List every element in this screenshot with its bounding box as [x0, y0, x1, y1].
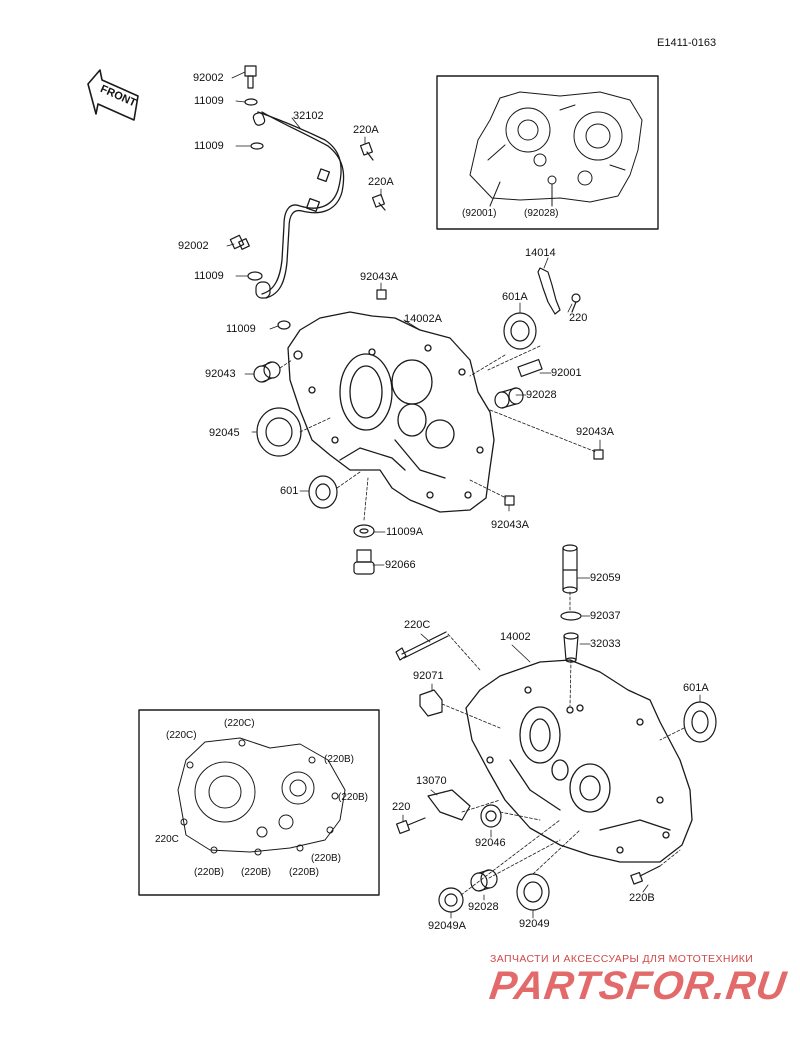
inset-bottom-label-220B-a: (220B) — [324, 754, 355, 765]
crankcase-left-14002A — [288, 312, 494, 512]
callout-92043A-2: 92043A — [576, 426, 614, 438]
inset-frame-bottom — [139, 710, 379, 895]
callout-92001: 92001 — [551, 367, 582, 379]
callout-220: 220 — [569, 312, 588, 324]
inset-crankcase-top — [470, 92, 642, 206]
callout-92043: 92043 — [205, 368, 236, 380]
gasket-11009A — [354, 525, 374, 537]
inset-bottom-label-220B-e: (220B) — [241, 867, 272, 878]
inset-bottom-label-220B-f: (220B) — [289, 867, 320, 878]
bolt-220 — [397, 818, 425, 833]
callout-11009-a: 11009 — [194, 95, 224, 107]
inset-bottom-label-220C-a: (220C) — [166, 730, 197, 741]
callout-92059: 92059 — [590, 572, 621, 584]
inset-frame-top — [437, 76, 658, 229]
inset-bottom-label-220C-c: 220C — [155, 834, 179, 845]
drain-plug-92066 — [354, 550, 374, 574]
callout-92002-top: 92002 — [193, 72, 224, 84]
callout-92045: 92045 — [209, 427, 240, 439]
watermark-tagline: ЗАПЧАСТИ И АКСЕССУАРЫ ДЛЯ МОТОТЕХНИКИ — [490, 953, 754, 965]
callout-11009A: 11009A — [386, 526, 424, 538]
dowel-92001 — [518, 360, 542, 377]
callout-601: 601 — [280, 485, 299, 497]
collar-92028 — [495, 388, 523, 408]
bearing-601A-2 — [684, 702, 716, 742]
callout-32033: 32033 — [590, 638, 621, 650]
callout-92028-b: 92028 — [468, 901, 499, 913]
callout-92028: 92028 — [526, 389, 557, 401]
plate-13070 — [428, 790, 470, 820]
callout-13070: 13070 — [416, 775, 447, 787]
collar-92059 — [563, 545, 577, 593]
banjo-bolt-92002-mid — [230, 235, 290, 329]
callout-11009-b: 11009 — [194, 140, 224, 152]
callout-220-b: 220 — [392, 801, 411, 813]
front-arrow-icon — [88, 70, 138, 120]
sleeve-32033 — [564, 633, 578, 662]
bush-92046 — [481, 805, 501, 827]
callout-32102: 32102 — [293, 110, 324, 122]
inset-bottom-label-220C-b: (220C) — [224, 718, 255, 729]
bolt-220B — [631, 866, 660, 884]
inset-bottom-label-220B-b: (220B) — [338, 792, 369, 803]
callout-14002A: 14002A — [404, 313, 442, 325]
inset-crankcase-bottom — [178, 738, 345, 855]
callout-92071: 92071 — [413, 670, 444, 682]
callout-220C: 220C — [404, 619, 431, 631]
callout-14002: 14002 — [500, 631, 531, 643]
seal-92049 — [517, 874, 549, 910]
callout-601A-1: 601A — [502, 291, 528, 303]
collar-92028-b — [471, 870, 497, 891]
oil-pipe-32102 — [258, 112, 344, 298]
bearing-92049A — [439, 888, 463, 912]
bearing-601 — [309, 476, 337, 508]
callout-92046: 92046 — [475, 837, 506, 849]
dowel-92043 — [254, 362, 280, 382]
callout-601A-2: 601A — [683, 682, 709, 694]
block-92071 — [420, 690, 442, 716]
callout-14014: 14014 — [525, 247, 556, 259]
callout-92066: 92066 — [385, 559, 416, 571]
callout-220A-1: 220A — [353, 124, 379, 136]
callout-92049: 92049 — [519, 918, 550, 930]
callout-220A-2: 220A — [368, 176, 394, 188]
watermark-logo: PARTSFOR.RU — [486, 964, 790, 1008]
dowel-pin-92043A-2 — [594, 450, 603, 459]
banjo-bolt-92002-top — [245, 66, 266, 149]
callout-92049A: 92049A — [428, 920, 466, 932]
bolt-220C — [396, 632, 448, 660]
callout-92043A-3: 92043A — [491, 519, 529, 531]
callout-92043A-1: 92043A — [360, 271, 398, 283]
circlip-92037 — [561, 612, 581, 620]
leader-lines-upper — [227, 72, 600, 565]
inset-top-label-92028: (92028) — [524, 208, 559, 219]
callout-220B: 220B — [629, 892, 655, 904]
callout-11009-d: 11009 — [226, 323, 256, 335]
bearing-601A-1 — [504, 313, 536, 349]
bearing-92045 — [257, 408, 301, 456]
crankcase-right-14002 — [466, 660, 692, 862]
inset-bottom-label-220B-c: (220B) — [311, 853, 342, 864]
callout-92037: 92037 — [590, 610, 621, 622]
bracket-14014 — [538, 268, 580, 314]
callout-92002-mid: 92002 — [178, 240, 209, 252]
dowel-pin-92043A-1 — [377, 290, 386, 299]
callout-11009-c: 11009 — [194, 270, 224, 282]
diagram-code: E1411-0163 — [657, 37, 717, 49]
inset-bottom-label-220B-d: (220B) — [194, 867, 225, 878]
leader-lines-lower — [403, 578, 700, 918]
inset-top-label-92001: (92001) — [462, 208, 497, 219]
dowel-pin-92043A-3 — [505, 496, 514, 505]
